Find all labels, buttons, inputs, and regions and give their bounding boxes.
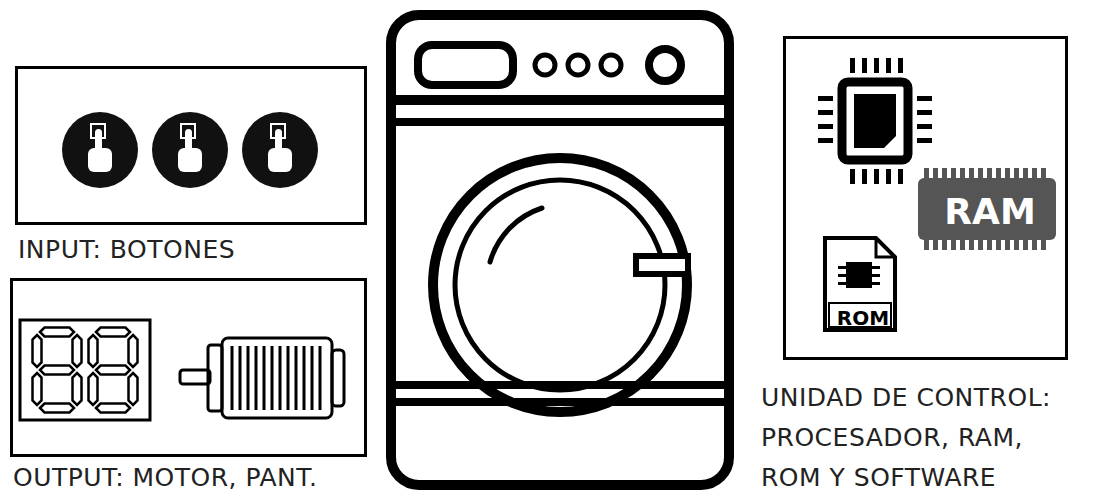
display-segment — [96, 328, 130, 337]
chip-core — [854, 94, 896, 148]
washing-machine — [391, 15, 729, 485]
motor-endcap — [332, 350, 344, 406]
ram-label: RAM — [921, 181, 1059, 243]
display-segment — [40, 328, 74, 337]
display-segment — [40, 366, 74, 375]
box-caption: INPUT: BOTONES — [18, 234, 378, 266]
display-segment — [33, 335, 42, 367]
display-segment — [40, 404, 74, 413]
display-segment — [129, 373, 138, 405]
push-button — [62, 112, 138, 188]
processor-chip — [818, 58, 932, 184]
door-glass — [455, 180, 665, 390]
display-segment — [89, 335, 98, 367]
chip-notch — [884, 136, 896, 148]
display-segment — [73, 373, 82, 405]
machine-knob — [601, 55, 621, 75]
machine-door — [433, 158, 687, 412]
rom-chip — [846, 262, 872, 288]
display-frame — [20, 320, 150, 420]
machine-body — [391, 15, 729, 485]
push-buttons — [62, 112, 318, 188]
motor-fins — [232, 346, 320, 410]
box-caption: OUTPUT: MOTOR, PANT. — [13, 462, 393, 494]
button-disc — [242, 112, 318, 188]
display-segment — [33, 373, 42, 405]
motor-body — [222, 338, 332, 418]
machine-display — [418, 45, 513, 85]
display-segment — [96, 366, 130, 375]
push-button — [242, 112, 318, 188]
button-disc — [62, 112, 138, 188]
box-caption: UNIDAD DE CONTROL: PROCESADOR, RAM, ROM … — [761, 378, 1081, 498]
display-segment — [73, 335, 82, 367]
machine-knob — [535, 55, 555, 75]
machine-knob — [568, 55, 588, 75]
motor-symbol — [180, 338, 344, 418]
button-disc — [152, 112, 228, 188]
component-box: INPUT: BOTONES — [15, 66, 367, 225]
motor-shaft — [180, 370, 210, 384]
push-button — [152, 112, 228, 188]
motor-flange — [208, 345, 222, 411]
panel-line — [391, 118, 729, 126]
component-box: UNIDAD DE CONTROL: PROCESADOR, RAM, ROM … — [783, 36, 1068, 360]
palm — [268, 148, 292, 172]
rom-label: ROM — [828, 306, 898, 330]
segment-display — [33, 328, 138, 413]
palm — [178, 148, 202, 172]
machine-dial — [649, 49, 681, 81]
base-line — [391, 398, 729, 406]
chip-pins — [818, 58, 932, 184]
palm — [88, 148, 112, 172]
chip-frame — [842, 82, 908, 160]
glass-reflection — [490, 208, 542, 262]
file-fold — [876, 238, 895, 257]
component-box: OUTPUT: MOTOR, PANT. — [10, 278, 367, 457]
display-segment — [89, 373, 98, 405]
display-segment — [129, 335, 138, 367]
door-handle — [636, 256, 688, 274]
rom-chip-pins — [838, 266, 880, 285]
panel-line — [391, 95, 729, 105]
display-segment — [96, 404, 130, 413]
